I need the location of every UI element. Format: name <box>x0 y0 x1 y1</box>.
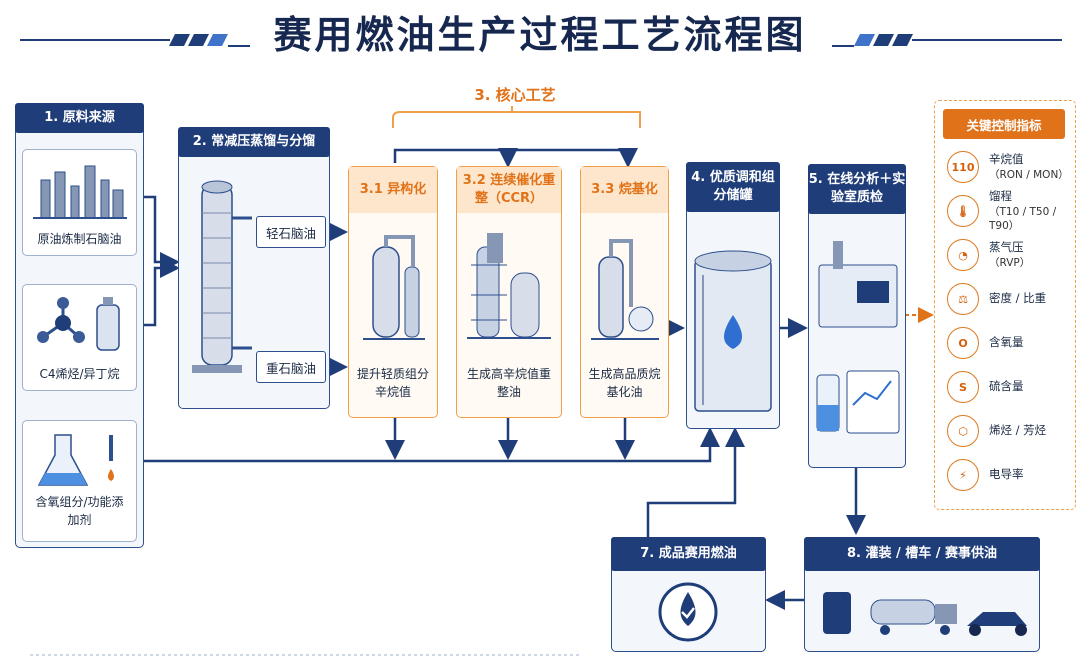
indicator-row: ⬡ 烯烃 / 芳烃 <box>943 410 1073 452</box>
indicator-label: 含氧量 <box>989 335 1024 350</box>
distillation-header: 2. 常减压蒸馏与分馏 <box>178 127 330 157</box>
isomerization-panel: 3.1 异构化 提升轻质组分辛烷值 <box>348 166 438 418</box>
isomerization-caption: 提升轻质组分辛烷值 <box>356 367 429 399</box>
indicator-row: 🌡 馏程（T10 / T50 / T90） <box>943 189 1073 233</box>
indicator-sublabel: （T10 / T50 / T90） <box>989 205 1057 232</box>
indicator-label: 蒸气压 <box>989 240 1024 255</box>
indicator-text: 硫含量 <box>989 379 1024 395</box>
indicator-label: 密度 / 比重 <box>989 291 1047 306</box>
supply-panel: 8. 灌装 / 槽车 / 赛事供油 <box>804 537 1040 652</box>
analyzer-instrument-icon <box>818 241 898 328</box>
indicator-row: ⚡ 电导率 <box>943 454 1073 496</box>
alkylation-caption: 生成高品质烷基化油 <box>588 367 661 399</box>
indicator-sublabel: （RVP） <box>989 256 1031 269</box>
raw-item-additive: 含氧组分/功能添加剂 <box>22 420 137 542</box>
light-naphtha-box: 轻石脑油 <box>256 216 326 248</box>
distillation-panel: 2. 常减压蒸馏与分馏 轻石脑油 重石脑油 <box>178 127 330 409</box>
indicator-text: 馏程（T10 / T50 / T90） <box>989 189 1073 233</box>
raw-item-c4: C4烯烃/异丁烷 <box>22 284 137 391</box>
indicators-header: 关键控制指标 <box>943 109 1065 139</box>
ccr-header: 3.2 连续催化重整（CCR） <box>457 167 561 213</box>
analysis-header: 5. 在线分析＋实验室质检 <box>808 164 906 214</box>
alkylation-reactor-icon <box>591 239 659 340</box>
heavy-naphtha-box: 重石脑油 <box>256 351 326 383</box>
alkylation-header: 3.3 烷基化 <box>581 167 668 213</box>
alkylation-panel: 3.3 烷基化 生成高品质烷基化油 <box>580 166 669 418</box>
indicator-row: ⚖ 密度 / 比重 <box>943 278 1073 320</box>
indicator-text: 含氧量 <box>989 335 1024 351</box>
fuel-drop-check-icon <box>658 582 718 642</box>
lab-report-icon <box>816 370 900 434</box>
indicator-label: 烯烃 / 芳烃 <box>989 423 1047 438</box>
indicator-label: 馏程 <box>989 189 1012 204</box>
indicator-text: 蒸气压（RVP） <box>989 240 1030 270</box>
indicator-label: 电导率 <box>989 467 1024 482</box>
ccr-panel: 3.2 连续催化重整（CCR） 生成高辛烷值重整油 <box>456 166 562 418</box>
molecule-icon <box>37 297 120 351</box>
raw-item-c4-label: C4烯烃/异丁烷 <box>39 367 120 381</box>
raw-materials-panel: 1. 原料来源 原油炼制石脑油 <box>15 103 144 548</box>
indicator-badge-icon: 110 <box>947 151 979 183</box>
raw-materials-header: 1. 原料来源 <box>15 103 144 133</box>
distillation-column-icon <box>192 180 252 373</box>
raw-item-crude: 原油炼制石脑油 <box>22 149 137 256</box>
hexagon-icon: ⬡ <box>947 415 979 447</box>
balance-icon: ⚖ <box>947 283 979 315</box>
ccr-caption: 生成高辛烷值重整油 <box>466 367 551 399</box>
indicator-row: 110 辛烷值（RON / MON） <box>943 146 1073 188</box>
ccr-reactor-icon <box>467 233 551 339</box>
raw-item-crude-label: 原油炼制石脑油 <box>37 232 122 246</box>
flask-icon <box>37 434 114 486</box>
indicator-row: O 含氧量 <box>943 322 1073 364</box>
core-process-title: 3. 核心工艺 <box>474 86 556 104</box>
product-panel: 7. 成品赛用燃油 <box>611 537 766 652</box>
gauge-icon: ◔ <box>947 239 979 271</box>
raw-item-additive-label: 含氧组分/功能添加剂 <box>35 495 124 527</box>
analysis-panel: 5. 在线分析＋实验室质检 <box>808 164 906 468</box>
indicator-text: 密度 / 比重 <box>989 291 1046 307</box>
supply-header: 8. 灌装 / 槽车 / 赛事供油 <box>804 537 1040 571</box>
storage-tank-icon <box>694 250 772 412</box>
indicator-row: ◔ 蒸气压（RVP） <box>943 234 1073 276</box>
thermometer-icon: 🌡 <box>947 195 979 227</box>
indicator-badge-icon: S <box>947 371 979 403</box>
lightning-icon: ⚡ <box>947 459 979 491</box>
indicator-text: 电导率 <box>989 467 1024 483</box>
indicator-label: 硫含量 <box>989 379 1024 394</box>
page-title: 赛用燃油生产过程工艺流程图 <box>273 13 807 57</box>
indicator-text: 辛烷值（RON / MON） <box>989 152 1069 182</box>
isomerization-header: 3.1 异构化 <box>349 167 437 213</box>
isomerization-reactor-icon <box>363 235 425 340</box>
title-decoration-right <box>832 34 1062 47</box>
title-decoration-left <box>20 34 250 47</box>
product-header: 7. 成品赛用燃油 <box>611 537 766 571</box>
refinery-icon <box>33 165 127 219</box>
delivery-vehicles-icon <box>823 592 1027 636</box>
indicator-label: 辛烷值 <box>989 152 1024 167</box>
indicator-row: S 硫含量 <box>943 366 1073 408</box>
blend-tank-header: 4. 优质调和组分储罐 <box>686 162 780 212</box>
indicator-badge-icon: O <box>947 327 979 359</box>
indicator-sublabel: （RON / MON） <box>989 168 1069 181</box>
blend-tank-panel: 4. 优质调和组分储罐 <box>686 162 780 429</box>
indicator-text: 烯烃 / 芳烃 <box>989 423 1046 439</box>
